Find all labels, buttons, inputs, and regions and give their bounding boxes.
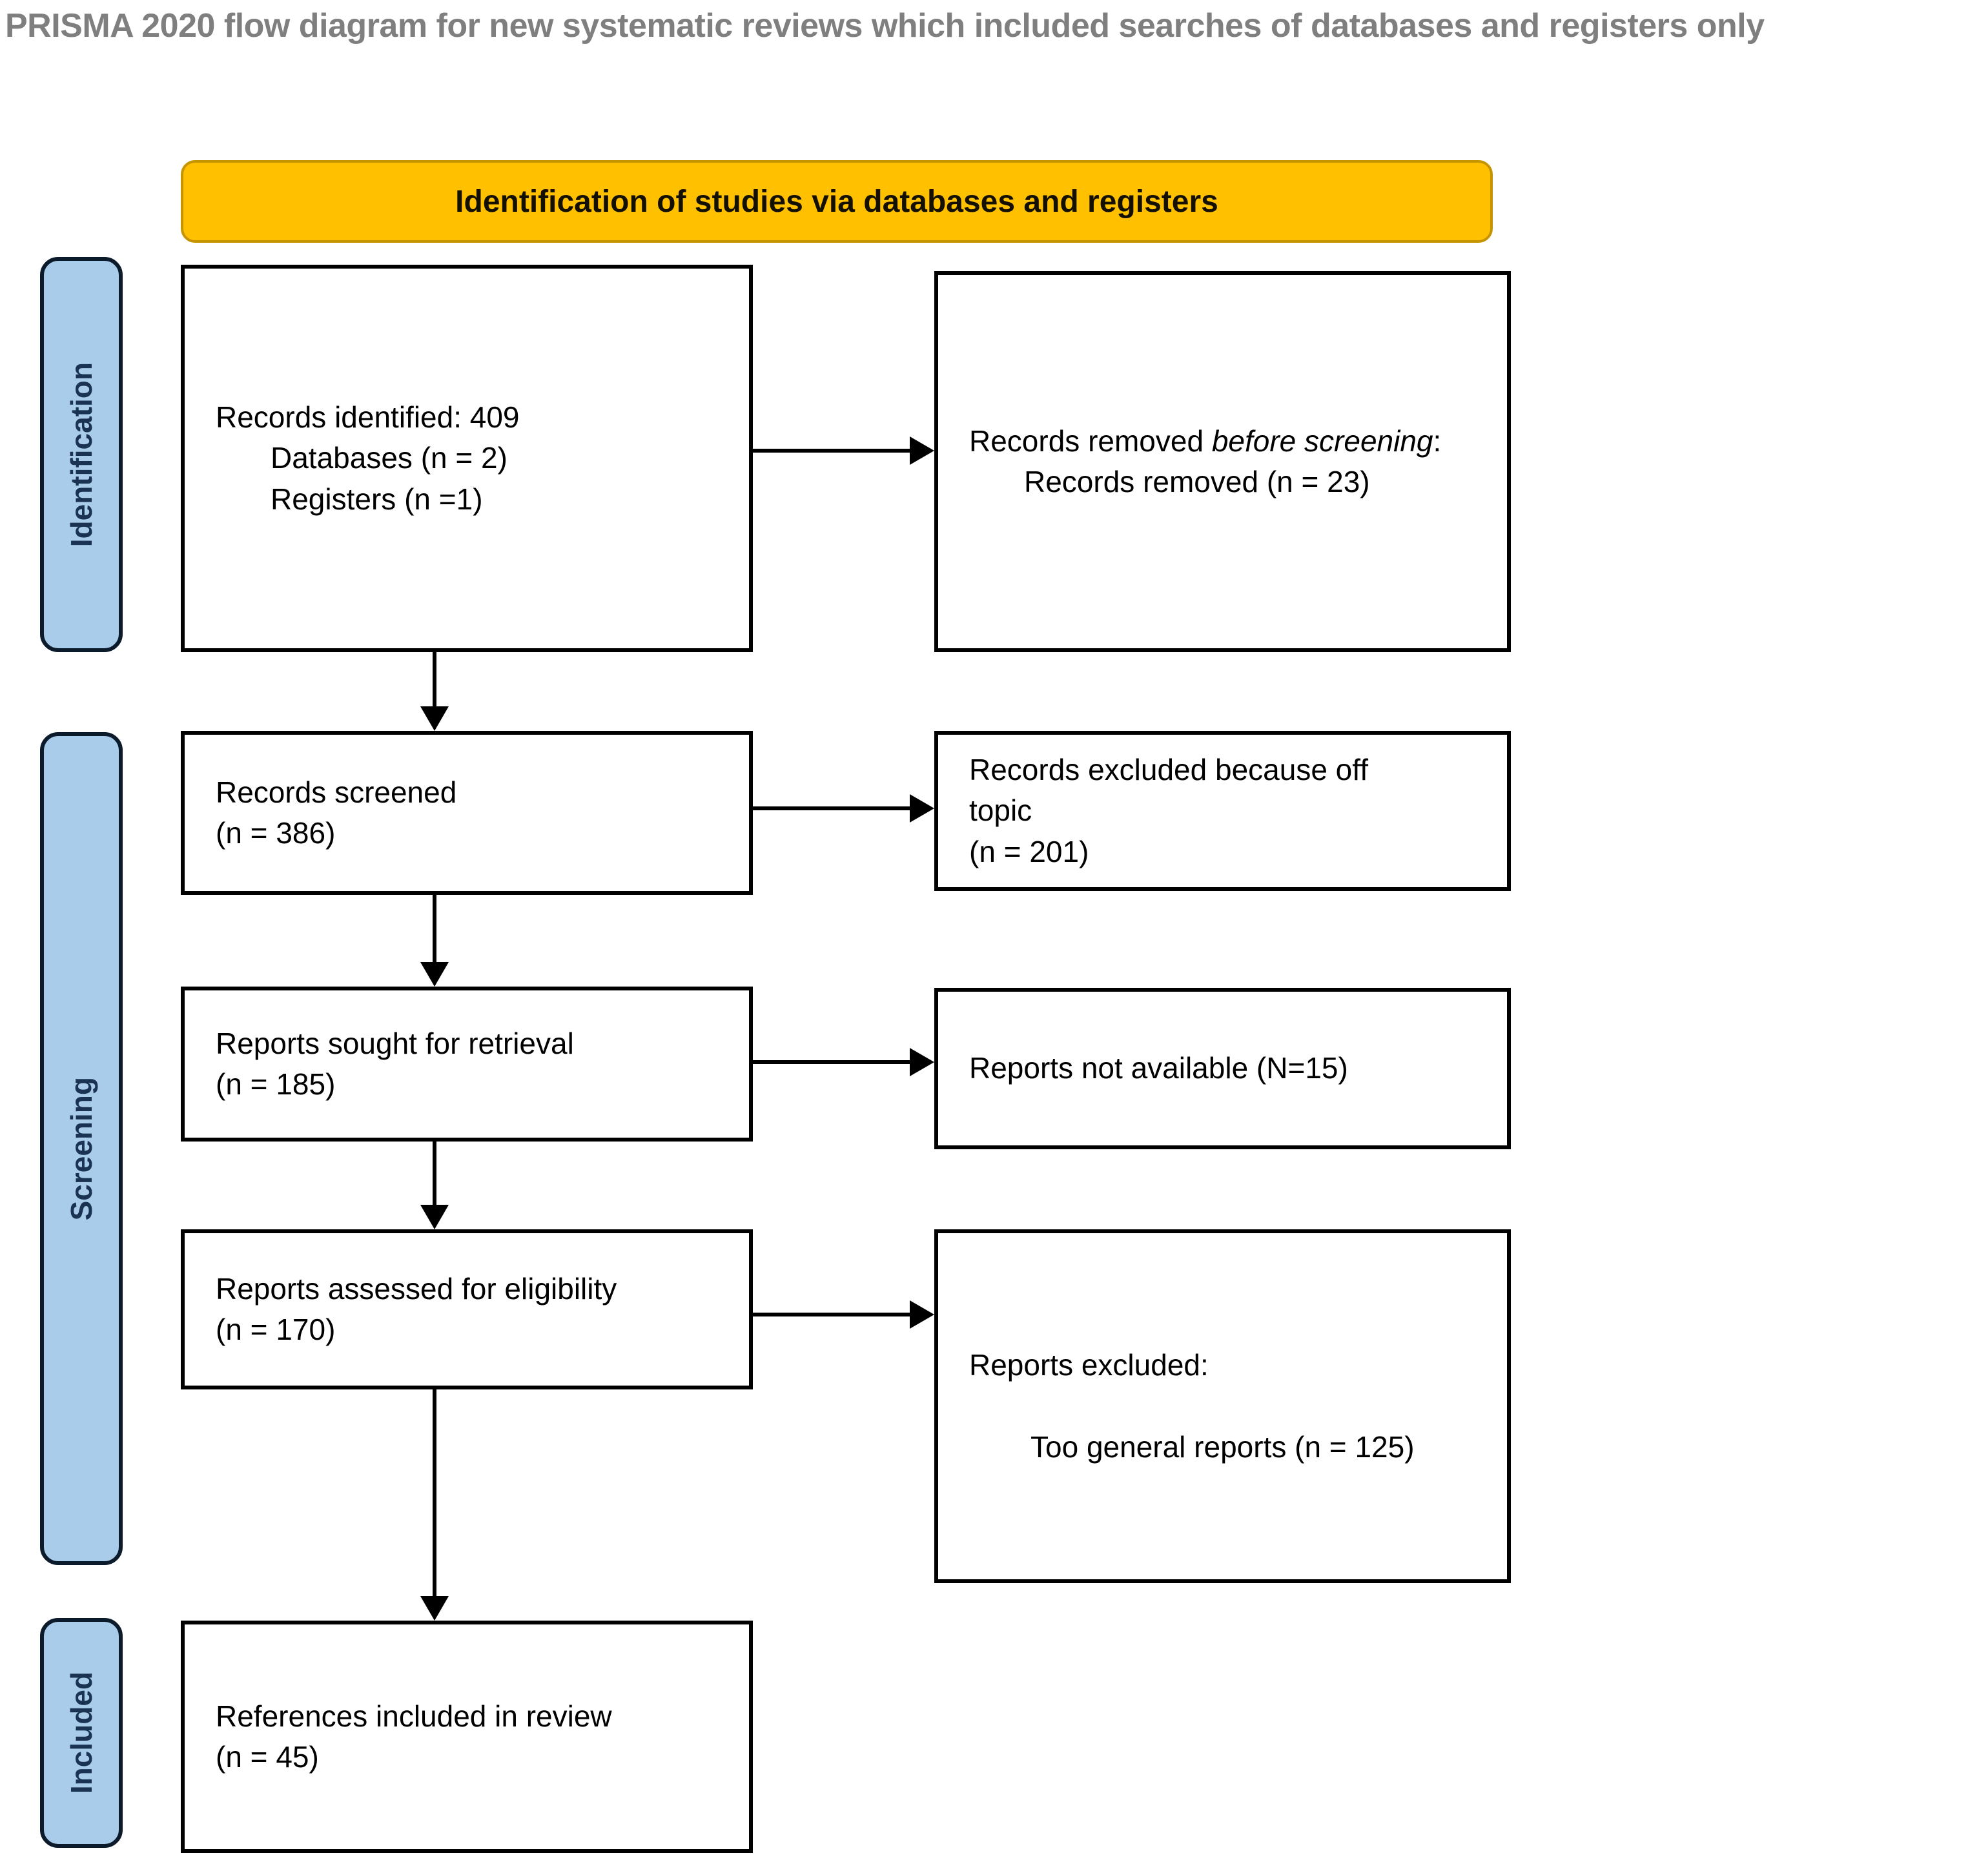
reports-sought-line1: Reports sought for retrieval	[216, 1026, 574, 1060]
stage-identification-label: Identification	[65, 362, 98, 548]
arrow-identified-to-screened-line	[433, 652, 436, 709]
arrow-assessed-to-included-line	[433, 1389, 436, 1599]
references-included-count: (n = 45)	[216, 1740, 319, 1774]
records-excluded-line1: Records excluded because off	[969, 752, 1368, 786]
arrow-sought-to-notavailable-head-icon	[910, 1048, 934, 1076]
identification-via-databases-header: Identification of studies via databases …	[181, 160, 1493, 243]
reports-not-available-line1: Reports not available (N=15)	[969, 1051, 1348, 1085]
records-identified-line1: Records identified: 409	[216, 400, 520, 434]
stage-identification: Identification	[40, 257, 123, 652]
records-removed-italic: before screening	[1211, 424, 1433, 458]
arrow-assessed-to-excluded-line	[752, 1313, 911, 1316]
records-screened-count: (n = 386)	[216, 816, 336, 850]
records-excluded-line2: topic	[969, 794, 1032, 828]
arrow-sought-to-assessed-head-icon	[420, 1205, 449, 1229]
arrow-sought-to-notavailable-line	[752, 1060, 911, 1064]
box-records-excluded: Records excluded because off topic (n = …	[934, 731, 1511, 891]
arrow-screened-to-sought-head-icon	[420, 962, 449, 987]
arrow-assessed-to-included-head-icon	[420, 1596, 449, 1621]
arrow-assessed-to-excluded-head-icon	[910, 1300, 934, 1329]
arrow-sought-to-assessed-line	[433, 1142, 436, 1206]
records-removed-line1: Records removed before screening:	[969, 421, 1488, 462]
references-included-line1: References included in review	[216, 1699, 612, 1733]
records-removed-pre: Records removed	[969, 424, 1212, 458]
records-screened-line1: Records screened	[216, 775, 457, 809]
arrow-screened-to-excluded-line	[752, 806, 911, 810]
stage-screening-label: Screening	[65, 1076, 98, 1221]
box-reports-excluded: Reports excluded: Too general reports (n…	[934, 1229, 1511, 1583]
stage-screening: Screening	[40, 732, 123, 1565]
records-excluded-count: (n = 201)	[969, 834, 1089, 868]
page-title: PRISMA 2020 flow diagram for new systema…	[5, 7, 1765, 45]
arrow-identified-to-screened-head-icon	[420, 706, 449, 731]
reports-sought-count: (n = 185)	[216, 1067, 336, 1101]
arrow-screened-to-excluded-head-icon	[910, 794, 934, 823]
box-references-included: References included in review (n = 45)	[181, 1621, 753, 1853]
box-records-removed: Records removed before screening: Record…	[934, 271, 1511, 652]
stage-included: Included	[40, 1618, 123, 1848]
box-records-identified: Records identified: 409 Databases (n = 2…	[181, 265, 753, 652]
reports-excluded-sub: Too general reports (n = 125)	[1030, 1430, 1415, 1464]
reports-assessed-line1: Reports assessed for eligibility	[216, 1271, 617, 1306]
box-reports-sought: Reports sought for retrieval (n = 185)	[181, 987, 753, 1142]
reports-assessed-count: (n = 170)	[216, 1313, 336, 1346]
box-reports-assessed: Reports assessed for eligibility (n = 17…	[181, 1229, 753, 1389]
box-reports-not-available: Reports not available (N=15)	[934, 988, 1511, 1149]
records-removed-post: :	[1433, 424, 1442, 458]
arrow-screened-to-sought-line	[433, 895, 436, 963]
reports-excluded-spacer	[969, 1386, 1488, 1427]
arrow-identified-to-removed-line	[752, 449, 911, 453]
box-records-screened: Records screened (n = 386)	[181, 731, 753, 895]
records-removed-sub: Records removed (n = 23)	[1024, 465, 1370, 498]
stage-included-label: Included	[65, 1672, 98, 1794]
header-label: Identification of studies via databases …	[455, 184, 1218, 219]
reports-excluded-line1: Reports excluded:	[969, 1347, 1209, 1382]
arrow-identified-to-removed-head-icon	[910, 436, 934, 465]
records-identified-registers: Registers (n =1)	[271, 482, 483, 516]
records-identified-databases: Databases (n = 2)	[271, 441, 507, 475]
